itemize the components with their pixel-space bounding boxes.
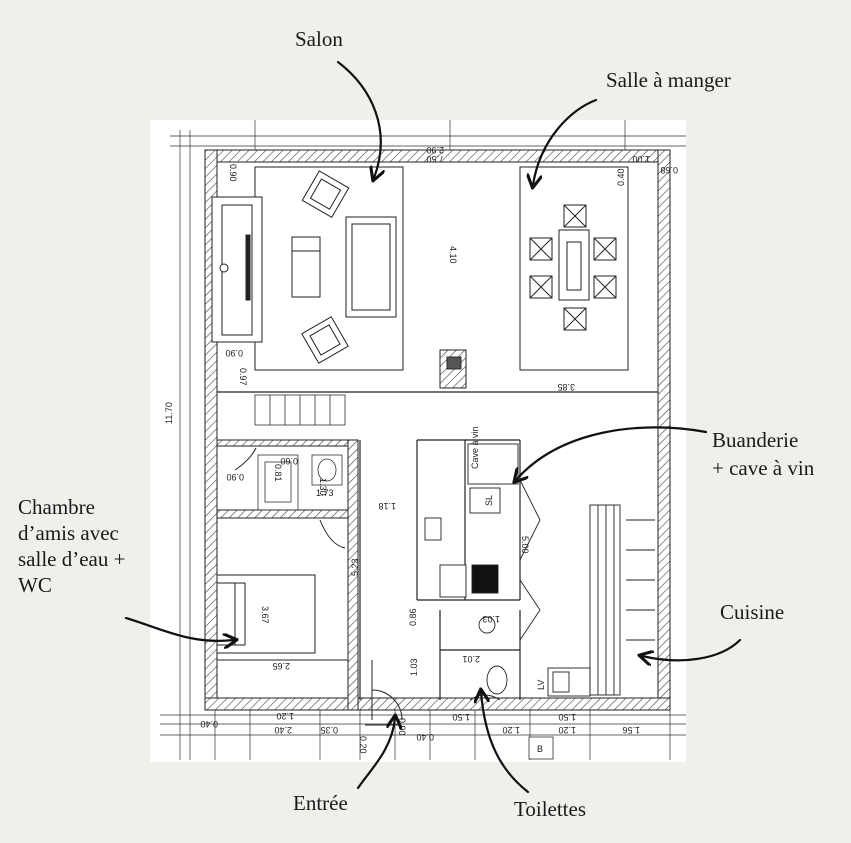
label-toilettes: Toilettes xyxy=(514,797,587,821)
dim-b-020: 0.20 xyxy=(358,736,368,754)
bedroom-furniture xyxy=(216,574,348,661)
dimension-labels: 7.50 2.90 0.90 1.00 0.68 0.40 4.10 0.90 … xyxy=(164,145,678,754)
annotation-arrows xyxy=(124,60,742,794)
dim-523: 5.23 xyxy=(350,558,360,576)
b-label: B xyxy=(537,744,543,754)
dim-left-090: 0.90 xyxy=(228,164,238,182)
interior-walls xyxy=(217,391,658,700)
dim-b-240: 2.40 xyxy=(274,725,292,735)
dim-top-290: 2.90 xyxy=(426,145,444,155)
arrow-cuisine xyxy=(642,638,742,660)
dim-040: 0.40 xyxy=(616,168,626,186)
dim-b-090: 0.90 xyxy=(397,718,407,736)
dim-090c: 0.90 xyxy=(226,472,244,482)
label-chambre-3: salle d’eau + xyxy=(18,547,126,571)
dim-right-068: 0.68 xyxy=(660,165,678,175)
dim-b-040b: 0.40 xyxy=(416,732,434,742)
dim-060: 0.60 xyxy=(280,456,298,466)
label-salon: Salon xyxy=(295,27,343,51)
dim-b-040: 0.40 xyxy=(200,719,218,729)
dim-b-035: 0.35 xyxy=(320,725,338,735)
dim-081: 0.81 xyxy=(273,464,283,482)
stairs xyxy=(254,394,346,511)
utility-fixtures xyxy=(424,356,655,697)
dim-265: 2.65 xyxy=(272,661,290,671)
label-entree: Entrée xyxy=(293,791,348,815)
cave-label: Cave à vin xyxy=(470,426,480,469)
label-chambre-2: d’amis avec xyxy=(18,521,119,545)
dim-118: 1.18 xyxy=(378,501,396,511)
dim-173: 1.73 xyxy=(316,488,334,498)
exterior-walls xyxy=(204,149,671,711)
label-cuisine: Cuisine xyxy=(720,600,785,624)
arrow-salon xyxy=(336,60,381,178)
dim-385: 3.85 xyxy=(557,382,575,392)
dim-090b: 0.90 xyxy=(225,348,243,358)
dim-b-150: 1.50 xyxy=(452,712,470,722)
dim-130: 1.30 xyxy=(318,478,328,496)
dim-b-120b: 1.20 xyxy=(502,725,520,735)
dining-furniture xyxy=(519,166,629,371)
dim-367: 3.67 xyxy=(260,606,270,624)
dim-1170: 11.70 xyxy=(164,402,174,424)
label-chambre-4: WC xyxy=(18,573,52,597)
dim-b-120c: 1.20 xyxy=(558,725,576,735)
dim-097: 0.97 xyxy=(238,368,248,386)
label-salle-a-manger: Salle à manger xyxy=(606,68,731,92)
label-buanderie-2: + cave à vin xyxy=(712,456,815,480)
dim-410: 4.10 xyxy=(448,246,458,264)
dim-b-120: 1.20 xyxy=(276,711,294,721)
dim-b-150b: 1.50 xyxy=(558,712,576,722)
dim-103b: 1.03 xyxy=(482,614,500,624)
dim-103: 1.03 xyxy=(409,658,419,676)
lv-label: LV xyxy=(536,680,546,690)
salon-furniture xyxy=(211,166,404,371)
label-buanderie-1: Buanderie xyxy=(712,428,799,452)
dim-right-100: 1.00 xyxy=(632,154,650,164)
dim-201: 2.01 xyxy=(462,654,480,664)
arrow-buanderie xyxy=(516,426,708,480)
dim-b-156: 1.56 xyxy=(622,725,640,735)
arrow-toilettes xyxy=(481,692,530,794)
sl-label: SL xyxy=(484,495,494,506)
fixture-labels: Cave à vin SL LV B xyxy=(470,426,554,760)
arrow-salle-a-manger xyxy=(533,98,598,185)
arrow-chambre xyxy=(124,616,234,641)
dim-086: 0.86 xyxy=(408,608,418,626)
dim-500: 5.00 xyxy=(520,536,530,554)
dim-top-750: 7.50 xyxy=(426,154,444,164)
label-chambre-1: Chambre xyxy=(18,495,95,519)
arrow-entree xyxy=(356,718,395,790)
